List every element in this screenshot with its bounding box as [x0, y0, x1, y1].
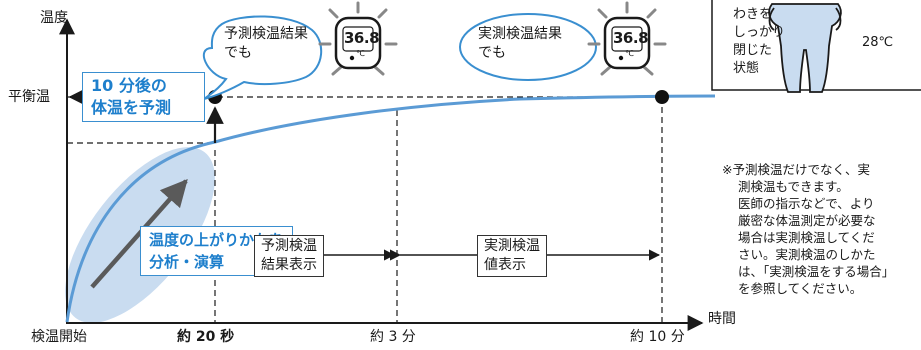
predict-after-box: 10 分後の 体温を予測: [82, 72, 205, 122]
note-line5: 場合は実測検温してくだ: [738, 230, 875, 245]
y-axis-label: 温度: [40, 10, 68, 26]
x-tick-20s: 約 20 秒: [177, 329, 235, 345]
actual-display-line2: 値表示: [484, 257, 526, 273]
predict-bubble-text: 予測検温結果 でも: [224, 25, 308, 63]
person-figure-icon: [768, 3, 842, 93]
actual-display-line1: 実測検温: [484, 238, 540, 254]
actual-bubble-text: 実測検温結果 でも: [478, 25, 562, 63]
predict-after-line1: 10 分後の: [91, 76, 167, 95]
figure-caption-line3: 閉じた: [733, 43, 773, 58]
predict-display-box: 予測検温 結果表示: [254, 235, 324, 277]
thermometer-icon-predict: [318, 1, 398, 76]
x-tick-10min: 約 10 分: [630, 329, 685, 345]
actual-point: [655, 90, 669, 104]
thermometer-reading-actual: 36.8: [613, 29, 649, 47]
note-line7: は、｢実測検温をする場合｣: [738, 264, 889, 279]
predict-after-line2: 体温を予測: [91, 98, 172, 117]
actual-bubble-shape: [459, 13, 597, 81]
actual-bubble-line1: 実測検温結果: [478, 26, 562, 42]
analysis-line2: 分析・演算: [149, 253, 225, 271]
note-line1: ※予測検温だけでなく、実: [722, 162, 870, 177]
note-line6: さい。実測検温のしかた: [738, 247, 876, 262]
x-tick-start: 検温開始: [31, 329, 87, 345]
figure-caption-line4: 状態: [733, 61, 760, 76]
x-tick-3min: 約 3 分: [370, 329, 416, 345]
thermometer-unit-predict: ℃: [356, 49, 365, 58]
note-line8: を参照してください。: [738, 281, 863, 296]
actual-bubble-line2: でも: [478, 45, 506, 61]
thermometer-unit-actual: ℃: [625, 49, 634, 58]
figure-caption-line2: しっかり: [733, 25, 786, 40]
note-line3: 医師の指示などで、より: [738, 196, 875, 211]
predict-display-line1: 予測検温: [261, 238, 317, 254]
predict-bubble-shape: [202, 15, 323, 100]
predict-display-line2: 結果表示: [261, 257, 317, 273]
temperature-curve: [65, 94, 716, 323]
figure-caption-line1: わきを: [733, 7, 773, 22]
x-axis-label: 時間: [708, 311, 736, 327]
equilibrium-label: 平衡温: [8, 89, 50, 105]
predict-bubble-line1: 予測検温結果: [224, 26, 308, 42]
thermometer-reading-predict: 36.8: [344, 29, 380, 47]
note-text: ※予測検温だけでなく、実 測検温もできます。 医師の指示などで、より 厳密な体温…: [722, 161, 888, 297]
figure-temp: 28℃: [862, 35, 894, 50]
thermometer-icon-actual: [587, 1, 667, 76]
actual-display-box: 実測検温 値表示: [477, 235, 547, 277]
analysis-line1: 温度の上がりかたを: [149, 231, 285, 249]
note-line2: 測検温もできます。: [738, 179, 849, 194]
figure-caption: わきを しっかり 閉じた 状態: [733, 6, 785, 78]
predict-bubble-line2: でも: [224, 45, 252, 61]
note-line4: 厳密な体温測定が必要な: [738, 213, 876, 228]
